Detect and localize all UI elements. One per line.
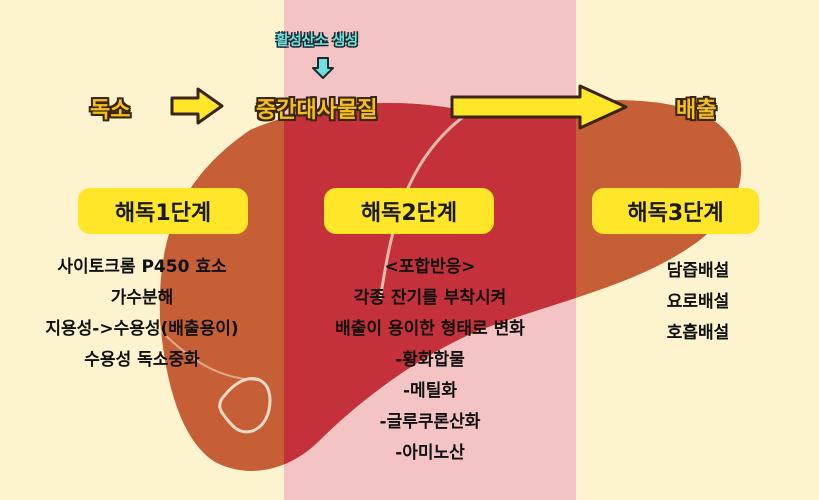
description-line: -메틸화: [403, 381, 457, 401]
description-line: -황화합물: [395, 350, 465, 370]
arrow-right-small: [170, 87, 224, 125]
description-line: 각종 잔기를 부착시켜: [353, 288, 507, 308]
arrow-down-icon: [312, 57, 334, 79]
description-line: <포합반응>: [384, 257, 476, 277]
description-line: -아미노산: [395, 443, 465, 463]
description-line: 담즙배설: [666, 261, 730, 281]
arrow-right-large: [450, 84, 628, 130]
stage2-title: 해독2단계: [324, 188, 494, 234]
description-line: -글루쿠론산화: [379, 412, 481, 432]
toxin-label: 독소: [90, 98, 131, 123]
ros-label: 활성산소 생성: [276, 33, 359, 49]
description-line: 수용성 독소중화: [84, 350, 200, 370]
description-line: 가수분해: [110, 288, 174, 308]
stage3-title: 해독3단계: [592, 188, 759, 234]
description-line: 요로배설: [666, 292, 730, 312]
description-line: 배출이 용이한 형태로 변화: [335, 319, 525, 339]
stage1-description: 사이토크롬 P450 효소 가수분해 지용성->수용성(배출용이) 수용성 독소…: [0, 252, 284, 376]
stage1-title: 해독1단계: [78, 188, 248, 234]
stage3-description: 담즙배설 요로배설 호흡배설: [598, 256, 798, 349]
description-line: 지용성->수용성(배출용이): [45, 319, 239, 339]
description-line: 호흡배설: [666, 323, 730, 343]
description-line: 사이토크롬 P450 효소: [57, 257, 227, 277]
stage2-description: <포합반응> 각종 잔기를 부착시켜 배출이 용이한 형태로 변화 -황화합물 …: [288, 252, 572, 469]
excretion-label: 배출: [676, 98, 717, 123]
intermediate-label: 중간대사물질: [256, 98, 378, 123]
